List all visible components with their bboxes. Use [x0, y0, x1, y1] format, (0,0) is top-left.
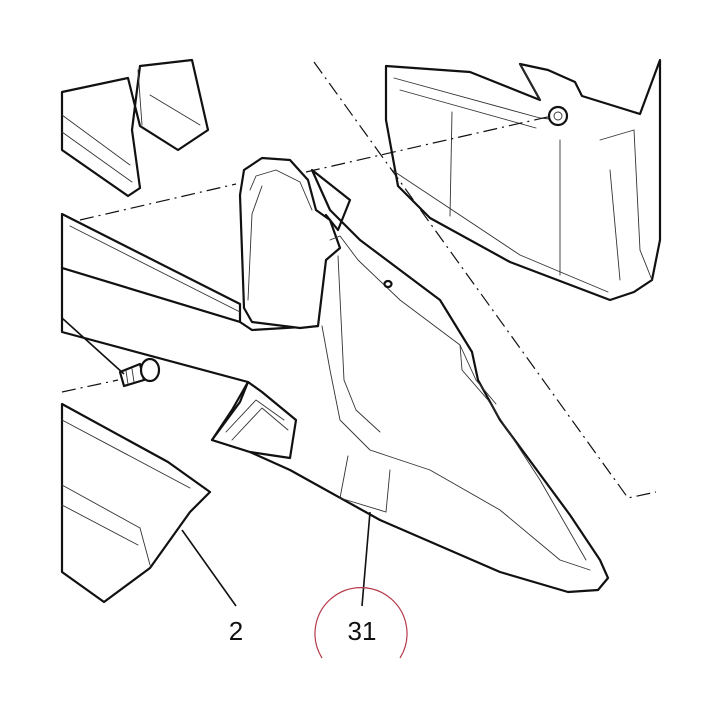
- upper-right-housing: [384, 58, 662, 302]
- centerline-screw: [61, 379, 119, 393]
- leader-lines: [181, 511, 371, 607]
- callout-31-highlight: [314, 587, 408, 659]
- assembly-lines: [61, 61, 657, 499]
- screw: [61, 317, 161, 388]
- callouts: 2 31: [229, 587, 408, 659]
- leader-31: [361, 511, 371, 607]
- centerline-housing: [305, 115, 553, 173]
- centerline-upper: [79, 183, 237, 221]
- lower-left-panel: [60, 402, 212, 604]
- callout-31: 31: [348, 616, 377, 646]
- callout-2: 2: [229, 616, 243, 646]
- centerline-diagonal: [313, 61, 657, 499]
- leader-2: [181, 529, 237, 607]
- main-part-31: [60, 156, 610, 594]
- upper-left-bracket: [60, 58, 210, 198]
